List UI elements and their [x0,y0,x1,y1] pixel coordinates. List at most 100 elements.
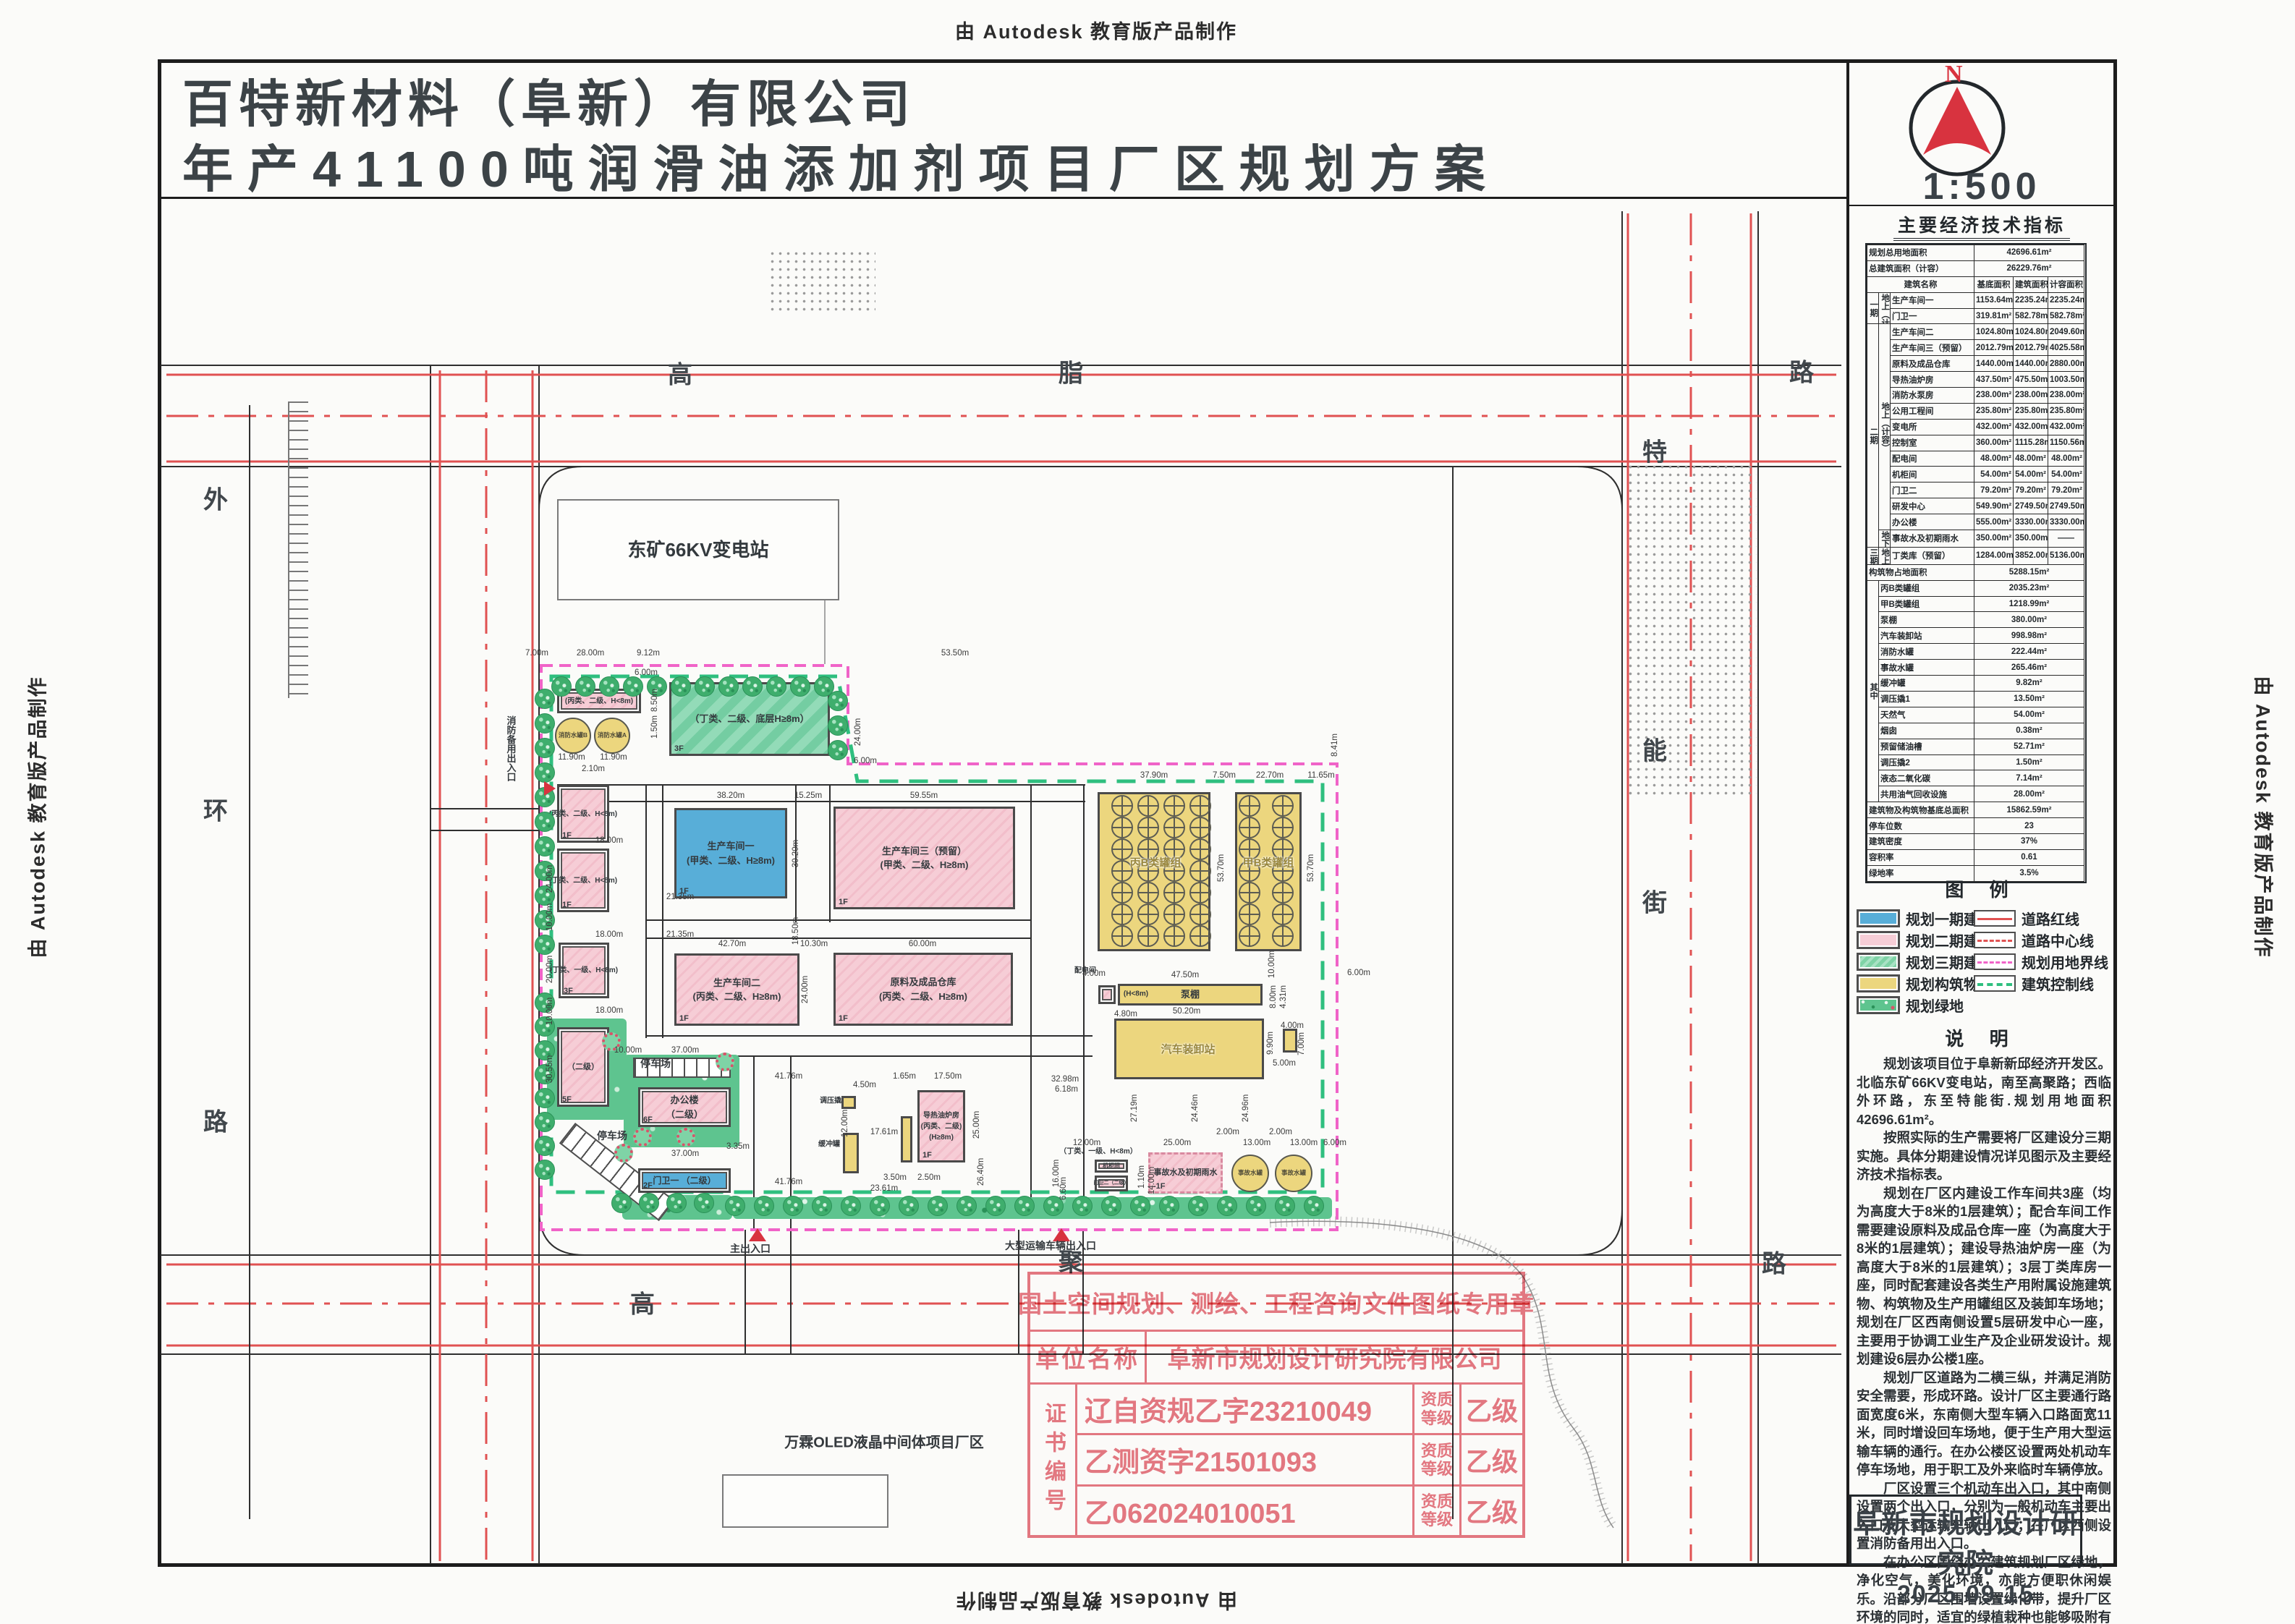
building-floors: 1F [679,887,689,896]
water-tank: 消防水罐A [594,718,630,754]
dimension-label: 12.00m [1072,1139,1101,1147]
legend-line-sample [1974,909,2016,927]
plan-label: 甲B类罐组 [1242,856,1294,870]
building-label: 机柜间 [1103,1162,1120,1169]
indicator-cell: 办公楼 [1890,514,1974,531]
legend-label: 规划二期建筑 [1906,933,1993,950]
building: 东矿66KV变电站 [557,499,839,600]
indicator-cell: 烟囱 [1878,722,1974,739]
storage-tank-icon [1163,925,1185,947]
dimension-label: 59.55m [909,791,938,800]
tree-icon [766,676,786,697]
storage-tank-icon [1272,795,1294,817]
indicator-cell: 研发中心 [1890,498,1974,515]
dimension-label: 28.00m [576,649,605,658]
dimension-label: 1.50m [650,715,659,739]
building-label: (丙类、二级、H≥8m) [692,991,781,1002]
dimension-label: 10.00m [546,997,554,1026]
indicator-cell: 机柜间 [1890,466,1974,483]
indicator-cell: 37% [1974,833,2084,850]
indicator-cell: 5136.00m² [2048,546,2084,565]
building-label: (丙类、二级、H≥8m) [879,990,967,1002]
tree-icon [535,1088,555,1108]
dimension-label: 17.50m [933,1072,962,1081]
publisher-date: 2025.09.15 [1896,1581,2035,1608]
storage-tank-icon [1189,795,1211,817]
indicator-cell: 28.00m² [1974,786,2084,803]
stamp-grade-label: 资质等级 [1412,1486,1459,1535]
tree-icon [535,812,555,832]
tree-icon [899,1196,919,1216]
building: 生产车间二(丙类、二级、H≥8m)1F [674,953,799,1026]
tree-icon [828,715,848,736]
plan-label: 能 [1642,737,1667,765]
indicator-cell: 2235.24m² [2048,292,2084,309]
indicator-cell: 门卫一 [1890,307,1974,325]
storage-tank-icon [1111,817,1133,838]
tree-icon [928,1196,948,1216]
indicator-cell: 规划总用地面积 [1867,245,1974,261]
indicator-cell: 0.61 [1974,849,2084,866]
notes-paragraph: 规划在厂区内建设工作车间共3座（均为高度大于8米的1层建筑）；配合车间工作需要建… [1857,1185,2111,1367]
dimension-label: 13.00m [1242,1139,1271,1147]
indicator-cell: 3.5% [1974,864,2084,882]
storage-tank-icon [1137,925,1159,947]
indicator-cell: 三期 [1867,546,1879,565]
indicator-cell: 1218.99m² [1974,595,2084,613]
stamp-unit-name: 阜新市规划设计研究院有限公司 [1167,1345,1502,1372]
indicator-cell: 门卫二 [1890,482,1974,499]
building: 生产车间三（预留）(甲类、二级、H≥8m)1F [833,807,1015,909]
dimension-label: 23.61m [870,1184,899,1193]
tree-icon [535,713,555,734]
indicator-cell: 容积率 [1867,849,1974,866]
legend-line-sample [1974,931,2016,948]
stamp-unit-label: 单位名称 [1030,1332,1147,1382]
dimension-label: 8.50m [650,689,659,712]
indicator-cell: 79.20m² [2013,482,2048,499]
tree-icon [1014,1196,1035,1216]
legend-label: 规划构筑物 [1906,977,1978,993]
building: (丁类、一级、H<8m)3F [550,943,618,998]
indicator-cell: 48.00m² [2013,450,2048,467]
building [901,1116,912,1162]
indicator-cell: 54.00m² [1974,706,2084,723]
indicator-cell: 52.71m² [1974,738,2084,755]
plan-label: 消防备用出入口 [505,715,517,782]
storage-tank-icon [1189,882,1211,904]
legend-label: 道路红线 [2022,911,2079,928]
indicator-cell: 基底面积 [1974,276,2014,293]
plan-label: 缓冲罐 [818,1140,840,1149]
indicator-cell: 生产车间二 [1890,323,1974,341]
dimension-label: 10.00m [546,903,554,932]
dimension-label: 24.00m [546,864,554,893]
entrance-arrow-icon [1053,1228,1070,1241]
legend-line-sample [1974,974,2016,992]
dimension-label: 25.00m [972,1110,981,1139]
indicator-cell: 42696.61m² [1974,245,2084,261]
plan-label: 脂 [1059,360,1083,388]
indicator-cell: 地下 [1878,530,1891,548]
tree-icon [1275,1196,1295,1216]
dimension-label: 60.00m [908,940,937,948]
parking-area [633,1058,731,1078]
building: (丙类、二级、H<8m)1F [549,785,617,843]
building-floors: 3F [564,987,573,995]
tree-icon [551,676,572,697]
legend-label: 规划三期建筑 [1906,955,1993,972]
dimension-label: 37.00m [671,1046,700,1055]
storage-tank-icon [1239,860,1260,882]
indicator-cell: 79.20m² [1974,482,2014,499]
tree-icon [1101,1196,1121,1216]
building-label: 原料及成品仓库 [890,977,956,987]
storage-tank-icon [1272,904,1294,925]
indicator-cell: 432.00m² [2013,418,2048,435]
dimension-label: 32.98m [1051,1075,1079,1084]
dimension-label: 24.00m [854,718,862,747]
dimension-label: 21.35m [666,893,695,901]
storage-tank-icon [1163,904,1185,925]
indicator-cell: 建筑面积 [2013,276,2048,293]
indicator-cell: 235.80m² [2048,402,2084,420]
drawing-frame [158,59,2117,1567]
indicator-cell: 丙B类罐组 [1878,579,1974,597]
